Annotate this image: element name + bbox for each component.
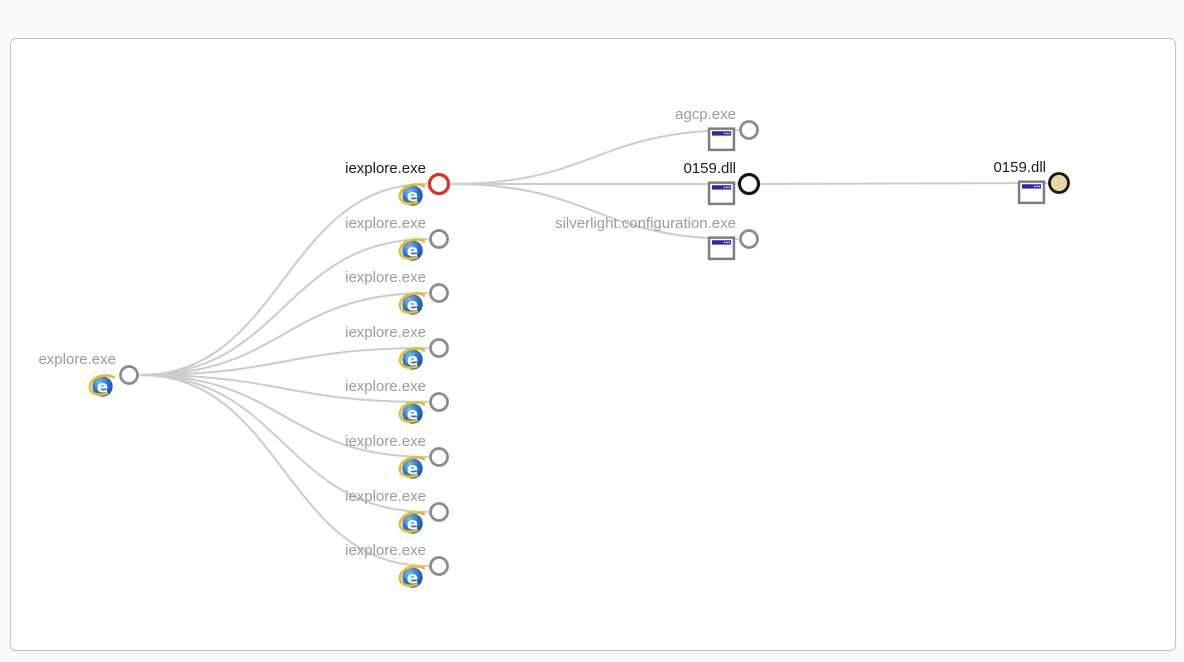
node-label-root: explore.exe <box>38 351 116 368</box>
window-icon[interactable] <box>707 233 736 267</box>
node-circle-iexplore-1[interactable] <box>427 172 451 196</box>
node-label-iexplore-1: iexplore.exe <box>345 160 426 177</box>
window-icon[interactable] <box>707 124 736 158</box>
node-circle-iexplore-3[interactable] <box>429 283 449 303</box>
node-circle-dll-0159-2[interactable] <box>1048 172 1070 194</box>
ie-icon[interactable]: e <box>397 236 427 269</box>
edge-root-to-iexplore-4 <box>139 347 429 376</box>
node-label-iexplore-4: iexplore.exe <box>345 324 426 341</box>
node-circle-root[interactable] <box>119 365 139 385</box>
node-label-iexplore-8: iexplore.exe <box>345 542 426 559</box>
svg-text:e: e <box>407 569 419 589</box>
node-circle-iexplore-6[interactable] <box>429 447 449 467</box>
ie-icon[interactable]: e <box>397 345 427 378</box>
node-circle-iexplore-2[interactable] <box>429 229 449 249</box>
edge-root-to-iexplore-1 <box>139 183 428 376</box>
svg-text:e: e <box>407 405 419 425</box>
ie-icon[interactable]: e <box>397 181 427 214</box>
svg-text:e: e <box>407 187 419 207</box>
ie-icon[interactable]: e <box>397 399 427 432</box>
node-label-iexplore-7: iexplore.exe <box>345 488 426 505</box>
node-label-silverlight: silverlight.configuration.exe <box>555 215 736 232</box>
node-circle-dll-0159[interactable] <box>737 172 761 196</box>
ie-icon[interactable]: e <box>397 509 427 542</box>
svg-text:e: e <box>407 296 419 316</box>
process-graph-canvas[interactable]: e explore.exe e iexplore.exe e iexplore.… <box>10 38 1176 651</box>
ie-icon[interactable]: e <box>397 563 427 596</box>
edge-root-to-iexplore-8 <box>139 374 429 567</box>
node-label-iexplore-6: iexplore.exe <box>345 433 426 450</box>
ie-icon[interactable]: e <box>397 290 427 323</box>
window-icon[interactable] <box>1017 177 1046 211</box>
edge-root-to-iexplore-5 <box>139 374 429 403</box>
graph-nodes-layer: e explore.exe e iexplore.exe e iexplore.… <box>11 39 1175 650</box>
node-label-agcp: agcp.exe <box>675 106 736 123</box>
node-circle-iexplore-7[interactable] <box>429 502 449 522</box>
node-label-iexplore-5: iexplore.exe <box>345 378 426 395</box>
window-icon[interactable] <box>707 178 736 212</box>
svg-text:e: e <box>407 515 419 535</box>
edge-iexplore-1-to-silverlight <box>450 183 739 240</box>
svg-text:e: e <box>407 460 419 480</box>
edge-root-to-iexplore-6 <box>139 374 429 458</box>
edge-dll-0159-to-dll-0159-2 <box>760 182 1048 185</box>
edge-iexplore-1-to-agcp <box>450 129 739 185</box>
svg-text:e: e <box>407 242 419 262</box>
svg-text:e: e <box>407 351 419 371</box>
svg-text:e: e <box>97 378 109 398</box>
ie-icon[interactable]: e <box>87 372 117 405</box>
node-circle-iexplore-5[interactable] <box>429 392 449 412</box>
node-label-dll-0159-2: 0159.dll <box>993 159 1046 176</box>
node-circle-iexplore-4[interactable] <box>429 338 449 358</box>
edge-root-to-iexplore-3 <box>139 292 429 376</box>
node-circle-agcp[interactable] <box>739 120 759 140</box>
ie-icon[interactable]: e <box>397 454 427 487</box>
node-circle-silverlight[interactable] <box>739 229 759 249</box>
graph-edges-layer <box>119 120 1070 576</box>
node-label-iexplore-2: iexplore.exe <box>345 215 426 232</box>
edge-root-to-iexplore-2 <box>139 238 429 376</box>
edge-root-to-iexplore-7 <box>139 374 429 513</box>
node-circle-iexplore-8[interactable] <box>429 556 449 576</box>
node-label-dll-0159: 0159.dll <box>683 160 736 177</box>
node-label-iexplore-3: iexplore.exe <box>345 269 426 286</box>
